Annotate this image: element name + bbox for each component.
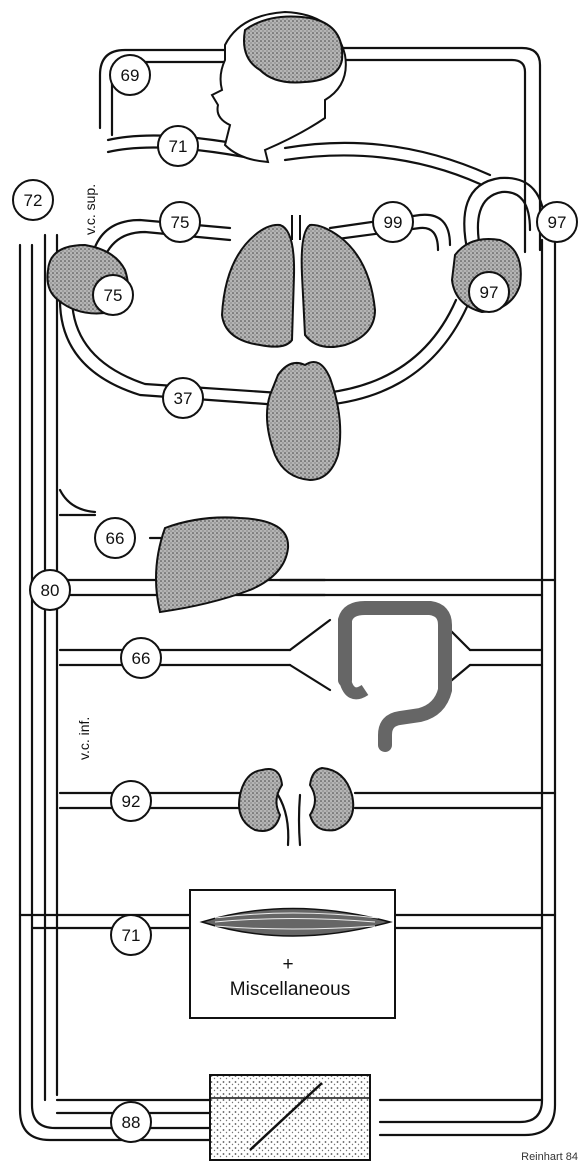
node-vc-inf: 80	[30, 570, 70, 610]
svg-text:37: 37	[174, 389, 193, 408]
svg-text:71: 71	[169, 137, 188, 156]
kidney-left	[239, 769, 282, 831]
kidney-right	[310, 768, 353, 830]
credit-label: Reinhart 84	[521, 1151, 578, 1163]
node-vc-sup: 72	[13, 180, 53, 220]
node-renal: 92	[111, 781, 151, 821]
node-skin: 88	[111, 1102, 151, 1142]
svg-text:88: 88	[122, 1113, 141, 1132]
svg-text:97: 97	[548, 213, 567, 232]
organs	[47, 12, 520, 831]
node-gut: 66	[121, 638, 161, 678]
miscellaneous-box: + Miscellaneous	[190, 890, 395, 1018]
node-kidney-right: 97	[469, 272, 509, 312]
svg-text:75: 75	[171, 213, 190, 232]
svg-text:99: 99	[384, 213, 403, 232]
node-head-out: 71	[158, 126, 198, 166]
svg-text:71: 71	[122, 926, 141, 945]
heart	[267, 362, 340, 480]
svg-text:69: 69	[121, 66, 140, 85]
miscellaneous-label: Miscellaneous	[230, 979, 350, 1000]
node-brain-in: 69	[110, 55, 150, 95]
liver	[156, 517, 288, 612]
node-kidney-left: 75	[93, 275, 133, 315]
node-liver: 66	[95, 518, 135, 558]
vc-inf-label: v.c. inf.	[76, 717, 92, 760]
svg-text:66: 66	[106, 529, 125, 548]
vc-sup-label: v.c. sup.	[82, 184, 98, 235]
svg-text:72: 72	[24, 191, 43, 210]
svg-text:80: 80	[41, 581, 60, 600]
svg-text:75: 75	[104, 286, 123, 305]
skin-box	[210, 1075, 370, 1160]
node-muscle: 71	[111, 915, 151, 955]
colon	[345, 608, 445, 745]
node-coronary: 37	[163, 378, 203, 418]
left-lung	[222, 225, 294, 347]
plus-label: +	[282, 954, 293, 975]
node-aorta: 97	[537, 202, 577, 242]
node-lung-art: 75	[160, 202, 200, 242]
right-lung	[302, 225, 375, 347]
svg-text:92: 92	[122, 792, 141, 811]
svg-text:97: 97	[480, 283, 499, 302]
node-lung-ven: 99	[373, 202, 413, 242]
svg-text:66: 66	[132, 649, 151, 668]
